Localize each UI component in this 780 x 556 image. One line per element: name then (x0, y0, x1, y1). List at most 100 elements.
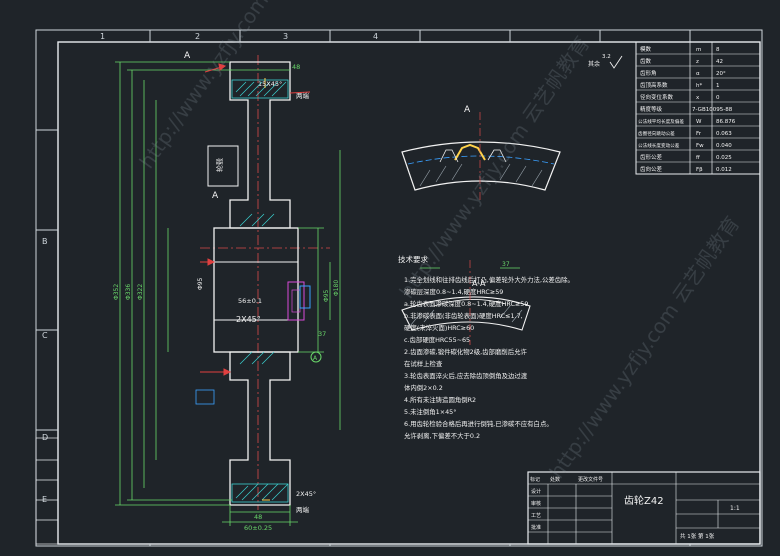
detail-a-label: A (464, 105, 471, 115)
param-val-5: 7-GB10095-88 (692, 107, 733, 113)
param-val-0: 8 (716, 47, 720, 53)
param-name-0: 模数 (640, 45, 652, 53)
params-table: 模数 m 8 齿数 z 42 齿形角 α 20° 齿顶高系数 h* 1 径向变位… (635, 41, 761, 175)
tech-req-item-12: 6.用齿轮检验合格后再进行倒钝,已渗碳不应有白点。 (404, 419, 553, 428)
tech-req-title: 技术要求 (398, 254, 428, 264)
title-scale: 1:1 (730, 505, 740, 512)
dim-width-48-bottom: 48 (254, 513, 262, 521)
tech-requirements: 技术要求 1.完全划线和往排齿线后打凸,偏差轮外大外力法,公差齿除。 渗碳层深度… (398, 254, 574, 440)
title-row-3: 批准 (531, 524, 541, 531)
tech-req-item-4: 硬度(未淬火面)HRC≥60 (404, 323, 474, 332)
param-name-10: 齿向公差 (640, 165, 663, 173)
param-sym-0: m (696, 47, 701, 53)
bore-outline (213, 261, 299, 321)
dim-width-60: 60±0.25 (244, 524, 272, 532)
param-sym-7: Fr (696, 131, 702, 137)
datum-circle-label: A (313, 355, 318, 362)
param-val-2: 20° (716, 71, 726, 77)
dim-view-a-mid: A (212, 191, 219, 201)
dim-dia-pitch: Φ336 (125, 284, 132, 300)
grid-label-top-4: 4 (373, 32, 378, 41)
param-sym-2: α (696, 71, 700, 77)
gear-tooth-detail-view: A (401, 105, 561, 200)
zone-ticks (36, 30, 691, 546)
title-block: 齿轮Z42 1:1 共 1张 第 1张 标记 处数 更改文件号 设计 审核 工艺… (527, 471, 761, 545)
param-sym-6: W (696, 119, 702, 125)
title-col-0: 标记 (530, 476, 540, 483)
title-row-0: 设计 (531, 488, 541, 495)
tech-req-item-5: c.齿部硬度HRC55~65 (404, 335, 470, 344)
section-aa-view: A-A 37 (401, 260, 531, 345)
param-sym-8: Fw (696, 143, 704, 149)
tech-req-item-9: 体内倒2×0.2 (404, 383, 443, 392)
param-name-2: 齿形角 (640, 69, 657, 77)
section-aa-dim: 37 (502, 261, 510, 268)
param-name-5: 精度等级 (640, 105, 663, 113)
param-sym-4: x (696, 95, 700, 101)
tech-req-item-13: 允许剥离,下偏差不大于0.2 (404, 431, 480, 440)
dim-bore: Φ95 (197, 277, 204, 290)
keyway (287, 281, 305, 321)
dim-top-chamfer: 15X45° (258, 80, 282, 88)
title-row-2: 工艺 (531, 513, 541, 519)
param-val-4: 0 (716, 95, 720, 101)
dim-dia-root: Φ322 (137, 284, 144, 300)
dim-dia-inner: Φ95 (323, 289, 330, 302)
dim-bottom-chamfer: 2X45° (296, 490, 316, 498)
param-name-8: 公法线长度变动公差 (638, 142, 680, 149)
datum-circle-a (310, 351, 322, 363)
param-sym-1: z (696, 59, 699, 65)
param-val-6: 86.876 (716, 119, 736, 125)
grid-label-top-3: 3 (283, 32, 288, 41)
title-row-1: 审核 (531, 500, 541, 507)
bottom-dim-lines (222, 69, 298, 526)
title-sheet: 共 1张 第 1张 (680, 532, 715, 540)
roughness-other-text: 其余 (588, 60, 600, 68)
title-col-3: 更改文件号 (578, 476, 603, 483)
dim-chamfer-2x45: 2X45° (236, 315, 261, 324)
dim-face-top: 两端 (296, 91, 310, 100)
dim-face-bottom: 两端 (296, 505, 310, 514)
outer-border (35, 29, 763, 547)
grid-label-top-2: 2 (195, 32, 200, 41)
dim-key-label: 轮毂 (215, 158, 224, 172)
tech-req-item-7: 在试样上检查 (404, 359, 443, 368)
left-stamp-table (35, 437, 59, 545)
tech-req-item-6: 2.齿面渗碳,锻件碳化物2级,齿部磨削后允许 (404, 347, 527, 356)
param-val-3: 1 (716, 83, 720, 89)
param-name-3: 齿顶高系数 (640, 81, 668, 89)
param-sym-9: ff (696, 155, 700, 161)
roughness-symbol: 其余 3.2 (588, 54, 623, 69)
gear-section-view: 15X45° 两端 48 A A 56±0.1 2X45° 37 2X45° 两… (113, 51, 341, 532)
tech-req-item-1: 渗碳层深度0.8~1.4,硬度HRC≥59 (404, 287, 503, 296)
param-name-9: 齿形公差 (640, 153, 663, 161)
dim-width-48-top: 48 (292, 63, 300, 71)
tooth-outer-arc (401, 141, 561, 191)
dim-key-width: 56±0.1 (238, 297, 262, 305)
roughness-value: 3.2 (602, 54, 611, 60)
grid-label-left-b: B (42, 237, 48, 246)
grid-label-left-d: D (42, 433, 48, 442)
dim-hub-len: 37 (318, 330, 326, 338)
param-name-1: 齿数 (640, 57, 652, 65)
dim-section-a-top: A (184, 51, 191, 61)
grid-label-left-c: C (42, 331, 48, 340)
tech-req-item-8: 3.轮齿表面淬火后,应去除齿顶倒角及边过渡 (404, 371, 528, 380)
param-val-1: 42 (716, 59, 723, 65)
datum-box-right (299, 285, 311, 309)
param-val-8: 0.040 (716, 143, 732, 149)
param-sym-10: Fβ (696, 167, 703, 173)
grid-label-left-e: E (42, 495, 47, 504)
param-sym-3: h* (696, 83, 702, 89)
tech-req-item-0: 1.完全划线和往排齿线后打凸,偏差轮外大外力法,公差齿除。 (404, 275, 574, 284)
right-dim-lines (298, 150, 341, 430)
param-name-7: 齿圈径向跳动公差 (638, 130, 675, 137)
tech-req-item-10: 4.所有未注铸造圆角倒R2 (404, 395, 476, 404)
leader-arrows (200, 63, 311, 376)
dim-dia-hub: Φ180 (333, 280, 340, 296)
param-name-6: 公法线平均长度及偏差 (638, 118, 684, 125)
section-aa-label: A-A (472, 279, 486, 288)
param-val-10: 0.012 (716, 167, 732, 173)
